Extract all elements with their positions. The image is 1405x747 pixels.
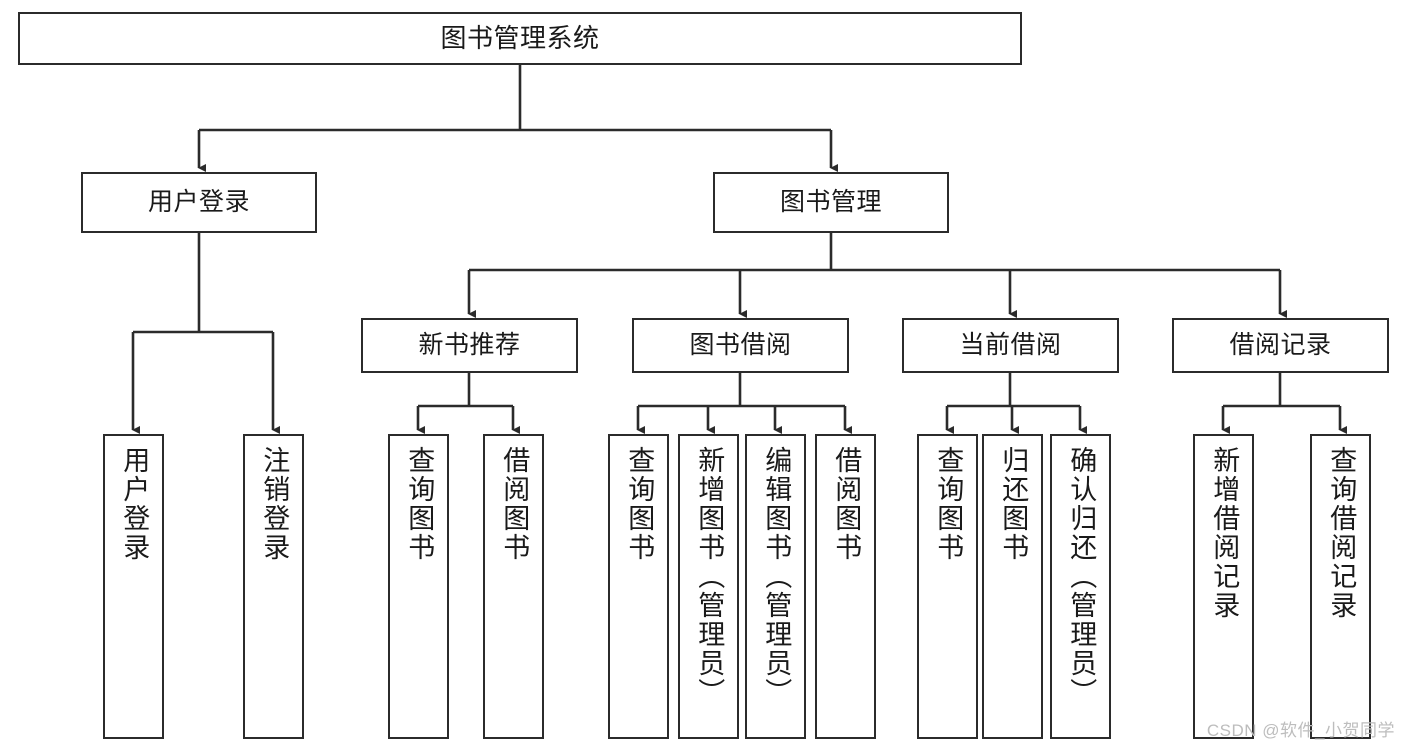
node-leaf-confirm-return[interactable]: 确认归还（管理员） [1050,434,1111,739]
node-borrow-record[interactable]: 借阅记录 [1172,318,1389,373]
node-leaf-return-book-label: 归还图书 [998,446,1029,562]
node-leaf-borrow-book-2-label: 借阅图书 [831,446,862,562]
node-root-label: 图书管理系统 [440,23,600,54]
node-book-borrow[interactable]: 图书借阅 [632,318,849,373]
node-leaf-edit-book[interactable]: 编辑图书（管理员） [745,434,806,739]
node-leaf-query-book-1-label: 查询图书 [404,446,435,562]
node-current-borrow[interactable]: 当前借阅 [902,318,1119,373]
node-leaf-return-book[interactable]: 归还图书 [982,434,1043,739]
node-leaf-borrow-book-1[interactable]: 借阅图书 [483,434,544,739]
node-root[interactable]: 图书管理系统 [18,12,1022,65]
node-user-login-label: 用户登录 [147,188,250,216]
node-leaf-user-logout[interactable]: 注销登录 [243,434,304,739]
node-leaf-user-login-label: 用户登录 [119,446,150,562]
node-leaf-user-login[interactable]: 用户登录 [103,434,164,739]
node-leaf-add-book-label: 新增图书（管理员） [694,446,725,707]
node-leaf-query-book-1[interactable]: 查询图书 [388,434,449,739]
node-leaf-borrow-book-2[interactable]: 借阅图书 [815,434,876,739]
node-leaf-query-record[interactable]: 查询借阅记录 [1310,434,1371,739]
node-leaf-borrow-book-1-label: 借阅图书 [499,446,530,562]
node-new-book-recommend-label: 新书推荐 [418,331,521,359]
node-leaf-add-book[interactable]: 新增图书（管理员） [678,434,739,739]
node-leaf-edit-book-label: 编辑图书（管理员） [761,446,792,707]
node-new-book-recommend[interactable]: 新书推荐 [361,318,578,373]
node-current-borrow-label: 当前借阅 [959,331,1062,359]
node-book-management-label: 图书管理 [779,188,882,216]
node-leaf-query-record-label: 查询借阅记录 [1326,446,1357,620]
node-leaf-query-book-3-label: 查询图书 [933,446,964,562]
node-user-login[interactable]: 用户登录 [81,172,317,233]
node-leaf-add-record[interactable]: 新增借阅记录 [1193,434,1254,739]
node-leaf-query-book-2-label: 查询图书 [624,446,655,562]
node-leaf-query-book-3[interactable]: 查询图书 [917,434,978,739]
node-borrow-record-label: 借阅记录 [1229,331,1332,359]
node-book-management[interactable]: 图书管理 [713,172,949,233]
watermark: CSDN @软件_小贺同学 [1206,721,1395,740]
node-book-borrow-label: 图书借阅 [689,331,792,359]
node-leaf-user-logout-label: 注销登录 [259,446,290,562]
node-leaf-add-record-label: 新增借阅记录 [1209,446,1240,620]
node-leaf-query-book-2[interactable]: 查询图书 [608,434,669,739]
node-leaf-confirm-return-label: 确认归还（管理员） [1066,446,1097,707]
